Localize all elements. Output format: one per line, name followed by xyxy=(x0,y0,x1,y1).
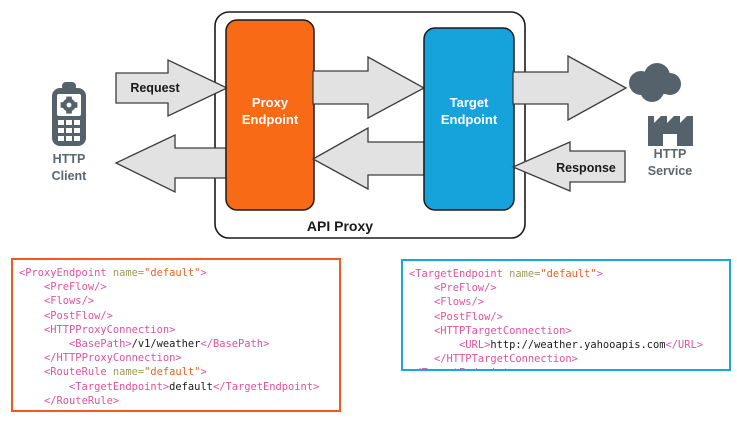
client-response-arrow xyxy=(114,133,227,194)
proxy-endpoint-label-line2: Endpoint xyxy=(242,112,299,127)
code-line: <PostFlow/> xyxy=(434,310,503,323)
http-service-label-line1: HTTP xyxy=(654,147,687,161)
proxy-endpoint-label-line1: Proxy xyxy=(252,95,289,110)
http-service-label-line2: Service xyxy=(648,164,693,178)
code-line: <HTTPTargetConnection> xyxy=(434,324,572,337)
request-arrow-label: Request xyxy=(130,81,180,95)
response-arrow-label: Response xyxy=(556,161,616,175)
target-endpoint-code-block: <TargetEndpoint name="default"> <PreFlow… xyxy=(401,259,731,371)
code-line: <URL>http://weather.yahooapis.com</URL> xyxy=(459,338,704,351)
code-line: <BasePath>/v1/weather</BasePath> xyxy=(69,337,270,350)
code-line: <PreFlow/> xyxy=(44,281,107,294)
proxy-to-target-arrow xyxy=(312,55,426,120)
proxy-endpoint-box[interactable] xyxy=(225,19,315,211)
request-arrow xyxy=(115,58,229,118)
code-line: <ProxyEndpoint name="default"> xyxy=(19,267,207,279)
api-proxy-label: API Proxy xyxy=(307,218,373,234)
code-line: <PreFlow/> xyxy=(434,282,497,295)
target-endpoint-box[interactable] xyxy=(423,27,515,211)
target-to-proxy-arrow xyxy=(311,126,425,191)
code-line: </RouteRule> xyxy=(44,394,120,407)
code-line: <TargetEndpoint>default</TargetEndpoint> xyxy=(69,380,320,393)
code-line: </HTTPProxyConnection> xyxy=(44,352,182,365)
target-to-service-arrow xyxy=(512,54,628,122)
code-line: </ProxyEndpoint> xyxy=(19,408,339,410)
cloud-factory-icon xyxy=(629,63,693,146)
http-client-label-line1: HTTP xyxy=(53,152,86,166)
response-arrow xyxy=(511,141,626,192)
code-line: <Flows/> xyxy=(434,296,485,309)
code-line: <PostFlow/> xyxy=(44,309,113,322)
code-line: </HTTPTargetConnection> xyxy=(434,353,578,366)
target-endpoint-label-line1: Target xyxy=(450,95,489,110)
proxy-endpoint-code-block: <ProxyEndpoint name="default"> <PreFlow/… xyxy=(11,258,341,412)
code-line: <TargetEndpoint name="default"> xyxy=(409,268,603,280)
http-client-label-line2: Client xyxy=(52,169,88,183)
code-line: </TargetEndpoint> xyxy=(409,366,729,369)
code-line: <Flows/> xyxy=(44,295,95,308)
target-endpoint-label-line2: Endpoint xyxy=(441,112,498,127)
mobile-phone-icon xyxy=(52,82,86,146)
code-line: <HTTPProxyConnection> xyxy=(44,323,176,336)
code-line: <RouteRule name="default"> xyxy=(44,366,207,379)
